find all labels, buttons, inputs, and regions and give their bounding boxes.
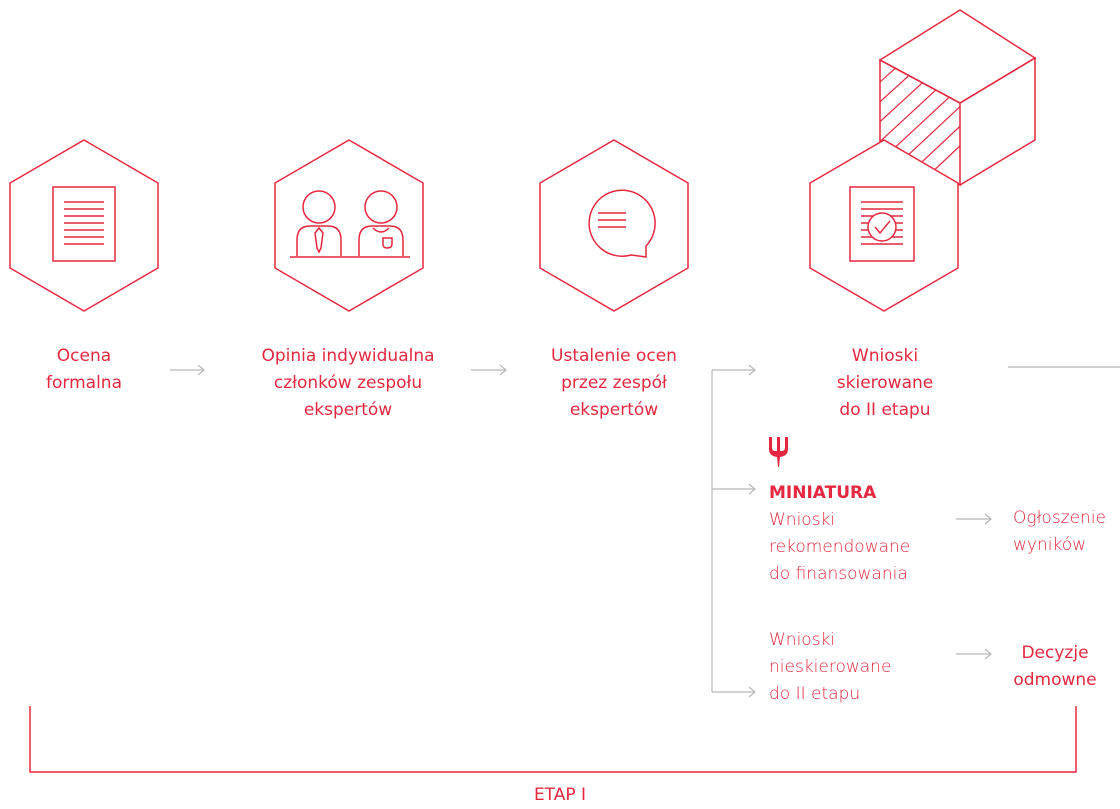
- miniatura-block: MINIATURA Wnioski rekomendowane do finan…: [769, 480, 910, 588]
- arrow-results-icon: [956, 513, 992, 525]
- experts-icon: [290, 190, 410, 258]
- stage-label: ETAP I: [533, 785, 587, 805]
- step-3-hexagon: [539, 139, 689, 312]
- step-1-hexagon: [9, 139, 159, 312]
- decisions-label: Decyzje odmowne: [1013, 643, 1097, 690]
- arrow-2-icon: [471, 364, 507, 376]
- branch-connector: [711, 364, 756, 698]
- document-icon: [52, 186, 116, 262]
- results-label: Ogłoszenie wyników: [1013, 508, 1107, 555]
- miniatura-logo-icon: [769, 437, 788, 467]
- connectors: [170, 364, 1120, 698]
- arrow-1-icon: [170, 364, 205, 376]
- approved-document-icon: [849, 186, 915, 262]
- rejected-label: Wnioski nieskierowane do II etapu: [769, 630, 892, 704]
- arrow-decisions-icon: [956, 648, 992, 660]
- miniatura-title: MINIATURA: [769, 483, 877, 503]
- speech-bubble-icon: [588, 189, 656, 258]
- step-2-hexagon: [274, 139, 424, 312]
- etap-bracket: [29, 706, 1077, 773]
